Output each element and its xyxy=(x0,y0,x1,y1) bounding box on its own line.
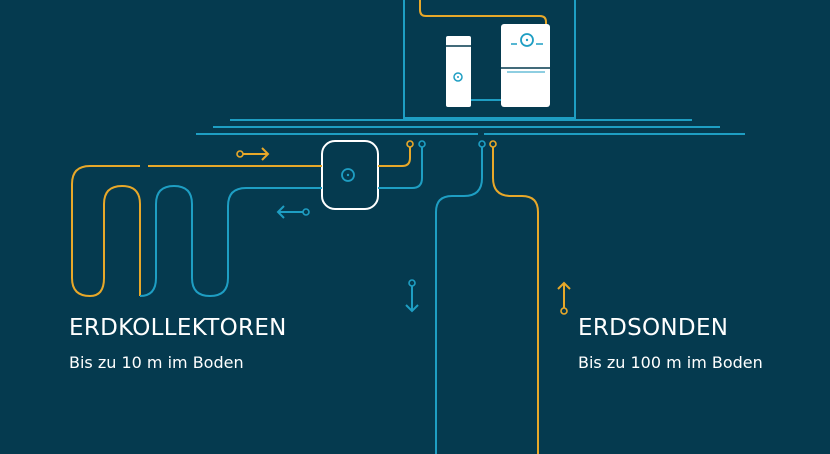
storage-tank-icon xyxy=(446,36,471,107)
probe-arrow-down-icon xyxy=(405,279,419,313)
collector-warm-pipe xyxy=(71,165,141,298)
heat-pump-unit-icon xyxy=(501,24,550,107)
probe-warm-pipe xyxy=(492,147,539,454)
exchanger-cold-pipe xyxy=(378,147,423,189)
collector-cold-pipe xyxy=(139,184,322,298)
sonden-title: ERDSONDEN xyxy=(578,315,729,341)
kollektoren-title: ERDKOLLEKTOREN xyxy=(69,315,287,341)
exchanger-warm-pipe xyxy=(378,147,411,167)
collector-arrow-left-icon xyxy=(276,205,310,219)
probe-cold-pipe xyxy=(435,147,483,454)
node-cold-left xyxy=(418,140,426,148)
probe-arrow-up-icon xyxy=(557,281,571,315)
sonden-subtitle: Bis zu 100 m im Boden xyxy=(578,353,763,372)
house-outline xyxy=(403,0,576,119)
heating-pipe-top xyxy=(419,0,547,26)
kollektoren-subtitle: Bis zu 10 m im Boden xyxy=(69,353,244,372)
collector-arrow-right-icon xyxy=(236,147,270,161)
node-cold-right xyxy=(478,140,486,148)
heat-exchanger-icon xyxy=(321,140,379,210)
node-warm-right xyxy=(489,140,497,148)
node-warm-left xyxy=(406,140,414,148)
